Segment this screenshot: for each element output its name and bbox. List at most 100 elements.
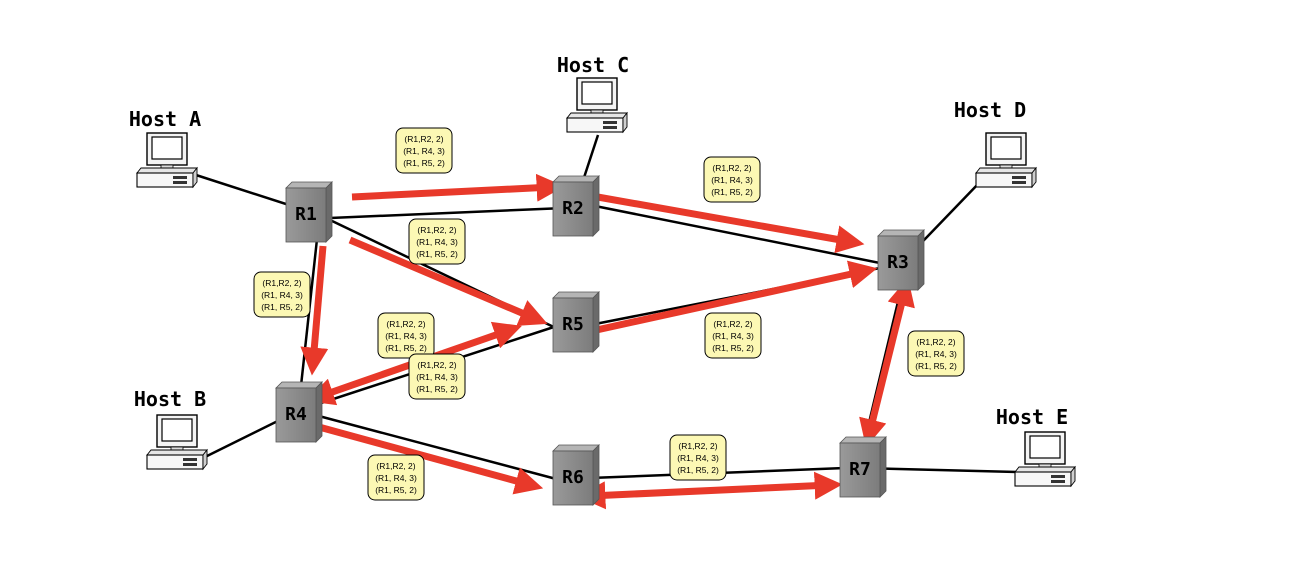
lsa-entry: (R1, R4, 3): [261, 290, 303, 300]
lsa-entry: (R1, R5, 2): [712, 343, 754, 353]
lsa-box-background: [367, 454, 425, 501]
lsa-box-background: [408, 218, 466, 265]
case-side: [192, 166, 198, 189]
host-c[interactable]: [566, 77, 628, 134]
link-r1-r2: [329, 206, 566, 220]
lsa-box-r4-r5-lower: (R1,R2, 2) (R1, R4, 3) (R1, R5, 2): [408, 353, 466, 400]
router-icon: [552, 450, 594, 506]
lsa-entry: (R1, R4, 3): [915, 349, 957, 359]
router-r3[interactable]: R3: [877, 229, 925, 291]
case-top: [566, 112, 628, 119]
host-label: Host A: [129, 107, 201, 131]
lsa-entry: (R1, R4, 3): [403, 146, 445, 156]
lsa-entry: (R1, R4, 3): [711, 175, 753, 185]
host-label: Host B: [134, 387, 206, 411]
flood-arrow-r1-r2: [351, 173, 565, 202]
lsa-entry: (R1, R4, 3): [416, 372, 458, 382]
lsa-box-r5-r3: (R1,R2, 2) (R1, R4, 3) (R1, R5, 2): [704, 312, 762, 359]
router-side-face: [592, 291, 600, 353]
lsa-box-background: [703, 156, 761, 203]
router-label: R3: [887, 252, 909, 273]
host-label: Host D: [954, 98, 1026, 122]
lsa-box-background: [395, 127, 453, 174]
host-a[interactable]: [136, 132, 198, 189]
drive-slot: [1051, 475, 1065, 478]
case-top: [136, 167, 198, 174]
monitor-screen: [1029, 435, 1061, 459]
lsa-entry: (R1, R5, 2): [403, 158, 445, 168]
router-top-face: [877, 229, 925, 237]
drive-slot: [1012, 181, 1026, 184]
monitor-screen: [161, 418, 193, 442]
lsa-box-r2-r3: (R1,R2, 2)(R1, R4, 3)(R1, R5, 2): [703, 156, 761, 203]
lsa-entry: (R1, R5, 2): [416, 249, 458, 259]
drive-slot: [603, 126, 617, 129]
computer-case: [975, 172, 1033, 188]
lsa-entry: (R1, R5, 2): [375, 485, 417, 495]
lsa-entry: (R1,R2, 2): [386, 319, 425, 329]
drive-slot: [173, 176, 187, 179]
host-e[interactable]: [1014, 431, 1076, 488]
lsa-box-r3-r7: (R1,R2, 2) (R1, R4, 3) (R1, R5, 2): [907, 330, 965, 377]
case-side: [1031, 166, 1037, 189]
host-label: Host E: [996, 405, 1068, 429]
host-d[interactable]: [975, 132, 1037, 189]
router-r7[interactable]: R7: [839, 436, 887, 498]
monitor-screen: [990, 136, 1022, 160]
lsa-entry: (R1, R4, 3): [385, 331, 427, 341]
router-label: R2: [562, 198, 584, 219]
lsa-entry: (R1,R2, 2): [678, 441, 717, 451]
lsa-box-r4-r5-upper: (R1,R2, 2)(R1, R4, 3)(R1, R5, 2): [377, 312, 435, 359]
drive-slot: [1012, 176, 1026, 179]
link-r4-r6: [314, 413, 561, 482]
router-top-face: [552, 291, 600, 299]
router-r6[interactable]: R6: [552, 444, 600, 506]
case-side: [622, 111, 628, 134]
lsa-box-background: [704, 312, 762, 359]
router-icon: [877, 235, 919, 291]
router-r5[interactable]: R5: [552, 291, 600, 353]
router-icon: [275, 387, 317, 443]
router-icon: [552, 181, 594, 237]
lsa-box-r1-r4: (R1,R2, 2)(R1, R4, 3)(R1, R5, 2): [253, 271, 311, 318]
flood-arrow-r2-r3: [591, 192, 865, 254]
link-r2-r3: [589, 203, 891, 267]
flood-arrows-layer: [300, 173, 915, 510]
lsa-entry: (R1, R4, 3): [375, 473, 417, 483]
router-r1[interactable]: R1: [285, 181, 333, 243]
router-top-face: [275, 381, 323, 389]
monitor-screen: [581, 81, 613, 105]
flood-arrow-r5-r3: [591, 260, 878, 335]
drive-slot: [603, 121, 617, 124]
router-top-face: [552, 175, 600, 183]
lsa-entry: (R1,R2, 2): [417, 360, 456, 370]
router-top-face: [839, 436, 887, 444]
flood-arrow-r3-r7: [859, 277, 915, 448]
lsa-box-r1-r5: (R1,R2, 2)(R1, R4, 3)(R1, R5, 2): [408, 218, 466, 265]
lsa-entry: (R1,R2, 2): [262, 278, 301, 288]
router-top-face: [285, 181, 333, 189]
lsa-entry: (R1,R2, 2): [712, 163, 751, 173]
computer-case: [146, 454, 204, 470]
router-r4[interactable]: R4: [275, 381, 323, 443]
computer-case: [566, 117, 624, 133]
router-side-face: [315, 381, 323, 443]
lsa-entry: (R1, R5, 2): [915, 361, 957, 371]
router-label: R7: [849, 459, 871, 480]
router-label: R6: [562, 467, 584, 488]
flood-arrow-r1-r5: [348, 236, 548, 326]
lsa-box-r6-r7: (R1,R2, 2)(R1, R4, 3)(R1, R5, 2): [669, 434, 727, 481]
lsa-entry: (R1, R5, 2): [416, 384, 458, 394]
lsa-entry: (R1,R2, 2): [404, 134, 443, 144]
host-b[interactable]: [146, 414, 208, 471]
lsa-entry: (R1,R2, 2): [713, 319, 752, 329]
lsa-entry: (R1, R4, 3): [712, 331, 754, 341]
lsa-entry: (R1,R2, 2): [916, 337, 955, 347]
host-label: Host C: [557, 53, 629, 77]
drive-slot: [173, 181, 187, 184]
lsa-box-r1-r2: (R1,R2, 2) (R1, R4, 3) (R1, R5, 2): [395, 127, 453, 174]
case-top: [146, 449, 208, 456]
router-r2[interactable]: R2: [552, 175, 600, 237]
case-top: [975, 167, 1037, 174]
